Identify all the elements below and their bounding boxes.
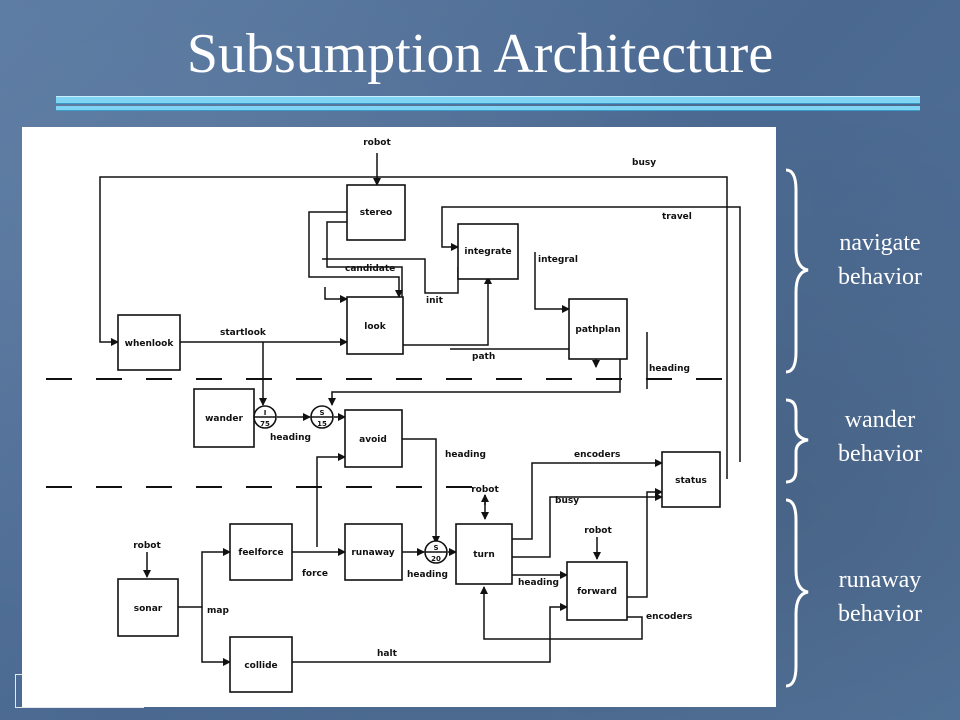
module-label: avoid (359, 435, 387, 445)
label-heading-wander: heading (270, 433, 311, 443)
label-robot-forward: robot (584, 526, 612, 536)
module-label: integrate (464, 247, 511, 257)
title-underline-bottom (56, 106, 920, 111)
label-encoders-status: encoders (574, 450, 620, 460)
layer-label-line: navigate (839, 230, 921, 256)
module-stereo: stereo (346, 184, 406, 241)
inhibitor-time: 75 (260, 420, 270, 428)
subsumption-diagram: stereo integrate look pathplan whenlook … (22, 127, 776, 707)
label-map: map (207, 606, 229, 616)
layer-label-navigate: navigate behavior (800, 226, 960, 294)
label-integral: integral (538, 255, 578, 265)
label-candidate: candidate (345, 264, 395, 274)
layer-label-line: behavior (838, 441, 922, 467)
diagram-canvas: stereo integrate look pathplan whenlook … (46, 138, 741, 693)
brace-navigate (785, 168, 809, 374)
layer-label-wander: wander behavior (800, 403, 960, 471)
inhibitor-type: I (264, 409, 267, 417)
suppressor-time: 15 (317, 420, 327, 428)
module-label: pathplan (575, 325, 620, 335)
module-label: collide (244, 661, 277, 671)
module-label: feelforce (238, 548, 283, 558)
module-label: status (675, 476, 707, 486)
label-robot-sonar: robot (133, 541, 161, 551)
label-robot-stereo: robot (363, 138, 391, 148)
label-path: path (472, 352, 495, 362)
module-label: look (364, 322, 386, 332)
footer-tag: FSM / DFA (15, 674, 144, 708)
label-robot-turn: robot (471, 485, 499, 495)
suppressor-node-avoid: S 15 (310, 405, 334, 429)
suppressor-type: S (433, 544, 438, 552)
layer-label-line: behavior (838, 601, 922, 627)
module-label: wander (205, 414, 243, 424)
module-label: forward (577, 587, 617, 597)
module-avoid: avoid (344, 409, 403, 468)
label-force: force (302, 569, 328, 579)
module-sonar: sonar (117, 578, 179, 637)
label-encoders-forward: encoders (646, 612, 692, 622)
label-heading-forward: heading (518, 578, 559, 588)
label-heading-runaway: heading (407, 570, 448, 580)
brace-wander (785, 398, 809, 484)
layer-braces (785, 168, 809, 688)
suppressor-type: S (319, 409, 324, 417)
module-feelforce: feelforce (229, 523, 293, 581)
module-pathplan: pathplan (568, 298, 628, 360)
label-halt: halt (377, 649, 398, 659)
suppressor-time: 20 (431, 555, 441, 563)
label-heading-pathplan: heading (649, 364, 690, 374)
module-forward: forward (566, 561, 628, 621)
label-init: init (426, 296, 444, 306)
module-runaway: runaway (344, 523, 403, 581)
label-busy-top: busy (632, 158, 656, 168)
module-label: turn (473, 550, 495, 560)
suppressor-node-turn: S 20 (424, 540, 448, 564)
slide-title: Subsumption Architecture (186, 23, 774, 85)
module-look: look (346, 296, 404, 355)
label-startlook: startlook (220, 328, 267, 338)
layer-label-runaway: runaway behavior (800, 563, 960, 631)
module-turn: turn (455, 523, 513, 585)
title-underline-top (56, 96, 920, 104)
module-label: sonar (134, 604, 163, 614)
module-integrate: integrate (457, 223, 519, 280)
connections (99, 153, 741, 666)
label-travel: travel (662, 212, 692, 222)
inhibitor-node-wander: I 75 (253, 405, 277, 429)
label-heading-avoid: heading (445, 450, 486, 460)
brace-runaway (785, 498, 809, 688)
module-wander: wander (193, 388, 255, 448)
module-whenlook: whenlook (117, 314, 181, 371)
module-label: stereo (360, 208, 393, 218)
label-busy-status: busy (555, 496, 579, 506)
module-label: whenlook (125, 339, 175, 349)
layer-label-line: wander (844, 407, 916, 433)
module-collide: collide (229, 636, 293, 693)
layer-label-line: behavior (838, 264, 922, 290)
layer-label-line: runaway (838, 567, 922, 593)
module-status: status (661, 451, 721, 508)
module-label: runaway (351, 548, 394, 558)
